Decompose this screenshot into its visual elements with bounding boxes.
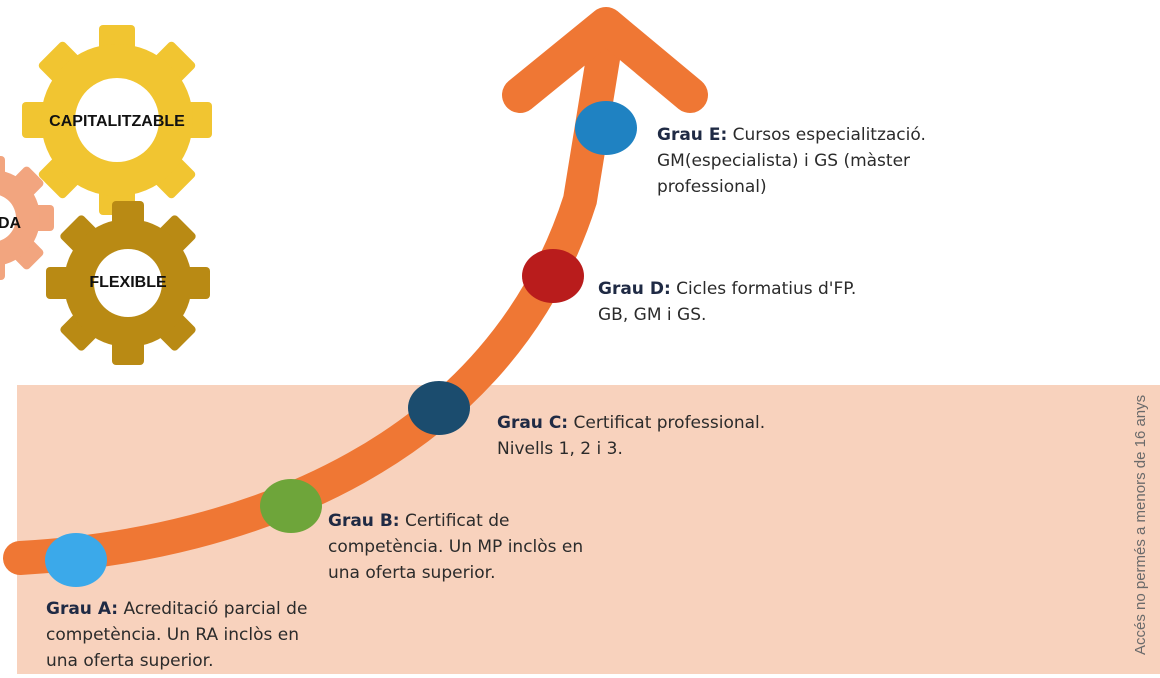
grau-c-line-1: Certificat professional. bbox=[568, 413, 766, 433]
gear-left-partial bbox=[0, 156, 54, 280]
grau-d-label: Grau D: Cicles formatius d'FP. GB, GM i … bbox=[598, 276, 918, 328]
grau-e-line-1: Cursos especialització. bbox=[727, 125, 926, 145]
gear-tooth bbox=[60, 312, 99, 351]
grau-e-title: Grau E: bbox=[657, 125, 728, 145]
gear-hole bbox=[94, 249, 162, 317]
gear-tooth bbox=[157, 215, 196, 254]
gear-flexible bbox=[46, 201, 210, 365]
grau-c-dot bbox=[408, 381, 470, 435]
gear-hole bbox=[75, 78, 159, 162]
grau-e-dot bbox=[575, 101, 637, 155]
grau-a-line-1: Acreditació parcial de bbox=[118, 599, 308, 619]
grau-e-line-2: GM(especialista) i GS (màster bbox=[657, 151, 911, 171]
grau-d-line-1: Cicles formatius d'FP. bbox=[670, 279, 857, 299]
grau-d-title: Grau D: bbox=[598, 279, 671, 299]
grau-b-label: Grau B: Certificat de competència. Un MP… bbox=[328, 508, 628, 586]
grau-b-line-1: Certificat de bbox=[399, 511, 510, 531]
grau-a-line-3: una oferta superior. bbox=[46, 651, 214, 671]
grau-b-line-3: una oferta superior. bbox=[328, 563, 496, 583]
gear-tooth bbox=[38, 157, 80, 199]
gear-hole bbox=[0, 195, 16, 241]
grau-a-line-2: competència. Un RA inclòs en bbox=[46, 625, 299, 645]
grau-c-line-2: Nivells 1, 2 i 3. bbox=[497, 439, 623, 459]
arrow-head bbox=[502, 7, 708, 113]
grau-b-title: Grau B: bbox=[328, 511, 400, 531]
gear-tooth bbox=[38, 41, 80, 83]
gear-left-label: DA bbox=[0, 215, 22, 232]
grau-b-dot bbox=[260, 479, 322, 533]
grau-a-dot bbox=[45, 533, 107, 587]
gear-capitalitzable bbox=[22, 25, 212, 215]
gear-tooth bbox=[154, 157, 196, 199]
grau-d-line-2: GB, GM i GS. bbox=[598, 305, 707, 325]
grau-b-line-2: competència. Un MP inclòs en bbox=[328, 537, 584, 557]
gear-flexible-label: FLEXIBLE bbox=[89, 274, 167, 291]
gear-capitalitzable-label: CAPITALITZABLE bbox=[49, 113, 185, 130]
grau-e-label: Grau E: Cursos especialització. GM(espec… bbox=[657, 122, 977, 200]
grau-c-label: Grau C: Certificat professional. Nivells… bbox=[497, 410, 817, 462]
gear-tooth bbox=[60, 215, 99, 254]
gear-tooth bbox=[154, 41, 196, 83]
grau-a-label: Grau A: Acreditació parcial de competènc… bbox=[46, 596, 346, 674]
gear-tooth bbox=[157, 312, 196, 351]
grau-e-line-3: professional) bbox=[657, 177, 767, 197]
grau-d-dot bbox=[522, 249, 584, 303]
grau-a-title: Grau A: bbox=[46, 599, 119, 619]
age-restriction-note: Accés no permés a menors de 16 anys bbox=[1132, 394, 1149, 655]
gear-body bbox=[0, 170, 40, 266]
grau-c-title: Grau C: bbox=[497, 413, 569, 433]
